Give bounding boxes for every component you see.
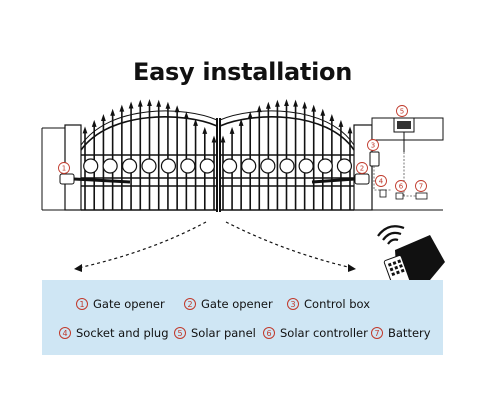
legend-label: Battery	[388, 326, 431, 340]
callout-3-badge	[367, 139, 379, 151]
callout-6-icon: 6	[263, 327, 275, 339]
callout-5-number: 5	[400, 108, 404, 116]
callout-2-number: 2	[360, 165, 364, 173]
callout-1-icon: 1	[76, 298, 88, 310]
legend-label: Gate opener	[201, 297, 273, 311]
page-title: Easy installation	[133, 58, 352, 86]
callout-1-number: 1	[62, 165, 66, 173]
legend-item: 5 Solar panel	[174, 326, 256, 340]
socket	[379, 189, 387, 198]
swing-arc-right	[225, 221, 353, 269]
legend-label: Gate opener	[93, 297, 165, 311]
solar-controller	[395, 192, 404, 200]
callout-2-badge	[356, 162, 368, 174]
gate-opener-right	[354, 173, 370, 185]
legend-label: Socket and plug	[76, 326, 169, 340]
gate-opener-left	[59, 173, 75, 185]
callout-4-badge	[375, 175, 387, 187]
callout-7-number: 7	[419, 183, 423, 191]
callout-5-icon: 5	[174, 327, 186, 339]
opener-arm-left	[73, 177, 131, 184]
legend-item: 2 Gate opener	[184, 297, 273, 311]
callout-4-icon: 4	[59, 327, 71, 339]
callout-5-badge	[396, 105, 408, 117]
callout-6-badge	[395, 180, 407, 192]
callout-1-badge	[58, 162, 70, 174]
legend-item: 7 Battery	[371, 326, 431, 340]
wireless-signal-icon	[377, 225, 405, 245]
legend-label: Control box	[304, 297, 371, 311]
legend-item: 3 Control box	[287, 297, 370, 311]
callout-6-number: 6	[399, 183, 404, 191]
callout-7-badge	[415, 180, 427, 192]
callout-3-number: 3	[371, 142, 375, 150]
control-box	[369, 151, 380, 167]
callout-2-icon: 2	[184, 298, 196, 310]
legend-label: Solar panel	[191, 326, 256, 340]
opener-arm-right	[311, 177, 356, 184]
legend-panel: 1 Gate opener 2 Gate opener 3 Control bo…	[42, 280, 443, 355]
callout-3-icon: 3	[287, 298, 299, 310]
legend-item: 4 Socket and plug	[59, 326, 169, 340]
legend-item: 6 Solar controller	[263, 326, 368, 340]
callout-7-icon: 7	[371, 327, 383, 339]
callout-4-number: 4	[379, 178, 384, 186]
legend-item: 1 Gate opener	[76, 297, 165, 311]
swing-arc-left	[77, 221, 207, 269]
gate-icon	[80, 99, 355, 212]
battery	[415, 192, 428, 200]
legend-label: Solar controller	[280, 326, 368, 340]
